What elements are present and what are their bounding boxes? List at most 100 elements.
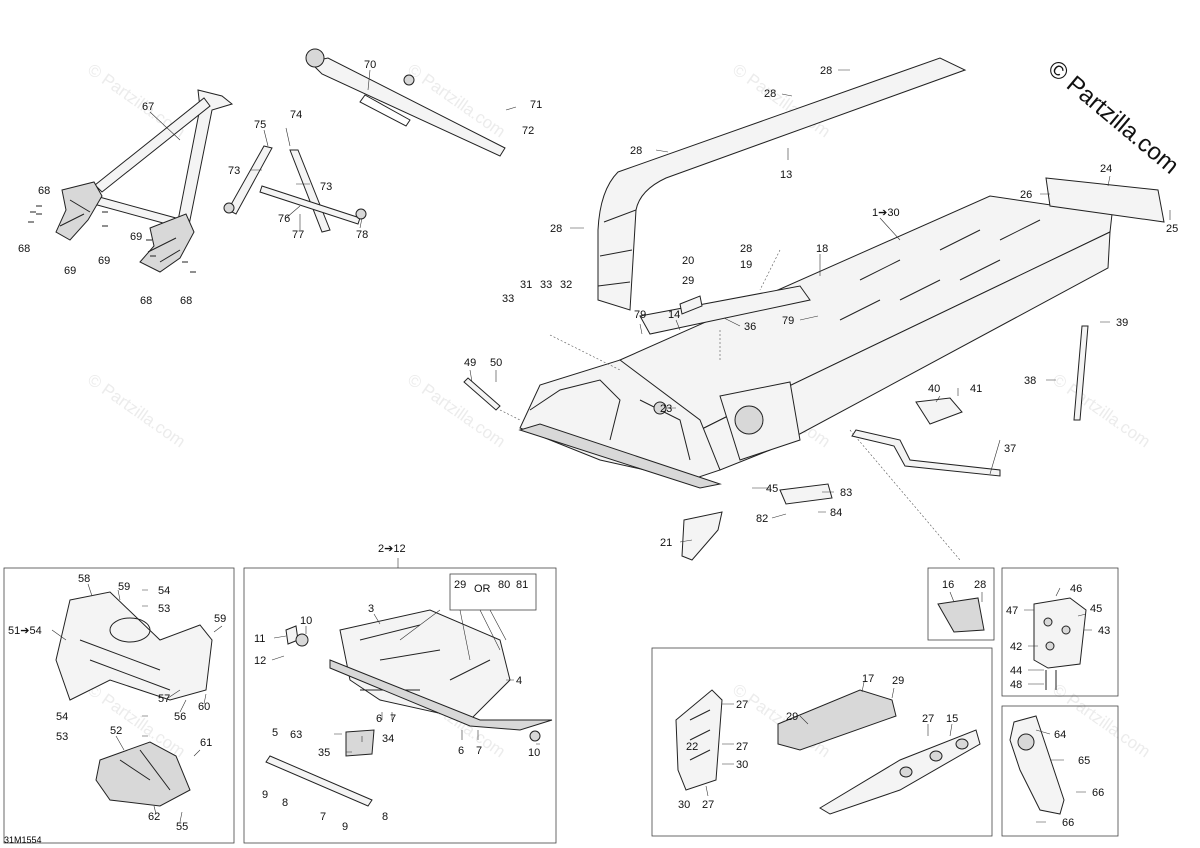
callout-29: 29 <box>454 579 466 591</box>
option-box-29-80-81 <box>449 573 537 611</box>
tunnel-cover-13 <box>597 57 967 311</box>
callout-84: 84 <box>830 507 842 519</box>
rods-73-76 <box>223 145 367 233</box>
callout-22: 22 <box>686 741 698 753</box>
callout-18: 18 <box>816 243 828 255</box>
callout-59: 59 <box>214 613 226 625</box>
callout-69: 69 <box>130 231 142 243</box>
callout-38: 38 <box>1024 375 1036 387</box>
callout-28: 28 <box>740 243 752 255</box>
callout-79: 79 <box>634 309 646 321</box>
callout-57: 57 <box>158 693 170 705</box>
callout-30: 30 <box>678 799 690 811</box>
callout-69: 69 <box>98 255 110 267</box>
callout-73: 73 <box>228 165 240 177</box>
callout-75: 75 <box>254 119 266 131</box>
callout-78: 78 <box>356 229 368 241</box>
callout-1-30: 1➔30 <box>872 207 900 219</box>
callout-or: OR <box>474 583 491 595</box>
frame-3 <box>265 609 553 807</box>
callout-83: 83 <box>840 487 852 499</box>
callout-68: 68 <box>18 243 30 255</box>
callout-25: 25 <box>1166 223 1178 235</box>
callout-2-12: 2➔12 <box>378 543 406 555</box>
callout-15: 15 <box>946 713 958 725</box>
callout-27: 27 <box>702 799 714 811</box>
callout-29: 29 <box>786 711 798 723</box>
callout-36: 36 <box>744 321 756 333</box>
callout-40: 40 <box>928 383 940 395</box>
callout-28: 28 <box>820 65 832 77</box>
leader-lines-main <box>149 69 1171 561</box>
callout-45: 45 <box>1090 603 1102 615</box>
callout-11: 11 <box>254 633 265 645</box>
leaders-2-12 <box>271 609 540 753</box>
callout-27: 27 <box>922 713 934 725</box>
callout-72: 72 <box>522 125 534 137</box>
callout-9: 9 <box>342 821 348 833</box>
callout-37: 37 <box>1004 443 1016 455</box>
callout-9: 9 <box>262 789 268 801</box>
callout-13: 13 <box>780 169 792 181</box>
callout-48: 48 <box>1010 679 1022 691</box>
callout-27: 27 <box>736 741 748 753</box>
callout-54: 54 <box>158 585 170 597</box>
callout-64: 64 <box>1054 729 1066 741</box>
callout-56: 56 <box>174 711 186 723</box>
callout-71: 71 <box>530 99 542 111</box>
callout-28: 28 <box>764 88 776 100</box>
callout-7: 7 <box>320 811 326 823</box>
callout-labels: 67 68 68 69 69 69 68 68 70 71 72 74 75 7… <box>8 59 1178 833</box>
callout-33: 33 <box>540 279 552 291</box>
callout-7: 7 <box>390 713 396 725</box>
callout-12: 12 <box>254 655 266 667</box>
bracket-42 <box>1033 597 1087 690</box>
callout-29: 29 <box>892 675 904 687</box>
callout-14: 14 <box>668 309 680 321</box>
callout-68: 68 <box>38 185 50 197</box>
callout-54: 54 <box>56 711 68 723</box>
callout-21: 21 <box>660 537 672 549</box>
callout-81: 81 <box>516 579 528 591</box>
callout-7: 7 <box>476 745 482 757</box>
panel-15-17-22 <box>651 647 993 837</box>
callout-61: 61 <box>200 737 212 749</box>
callout-24: 24 <box>1100 163 1112 175</box>
callout-31: 31 <box>520 279 532 291</box>
callout-34: 34 <box>382 733 394 745</box>
callout-77: 77 <box>292 229 304 241</box>
callout-59: 59 <box>118 581 130 593</box>
leaders-51 <box>51 583 223 823</box>
callout-73: 73 <box>320 181 332 193</box>
panel-51-54 <box>3 567 235 844</box>
callout-35: 35 <box>318 747 330 759</box>
callout-79: 79 <box>782 315 794 327</box>
bracket-51 <box>55 591 213 807</box>
callout-70: 70 <box>364 59 376 71</box>
bracket-64 <box>1009 715 1065 815</box>
callout-10: 10 <box>528 747 540 759</box>
callout-4: 4 <box>516 675 522 687</box>
callout-6: 6 <box>458 745 464 757</box>
callout-74: 74 <box>290 109 302 121</box>
callout-82: 82 <box>756 513 768 525</box>
panel-42-48 <box>1001 567 1119 697</box>
callout-67: 67 <box>142 101 154 113</box>
callout-58: 58 <box>78 573 90 585</box>
a-frame-67 <box>55 89 234 273</box>
callout-30: 30 <box>736 759 748 771</box>
callout-60: 60 <box>198 701 210 713</box>
callout-53: 53 <box>158 603 170 615</box>
callout-10: 10 <box>300 615 312 627</box>
callout-62: 62 <box>148 811 160 823</box>
callout-20: 20 <box>682 255 694 267</box>
callout-28: 28 <box>974 579 986 591</box>
callout-76: 76 <box>278 213 290 225</box>
callout-47: 47 <box>1006 605 1018 617</box>
callout-50: 50 <box>490 357 502 369</box>
callout-8: 8 <box>382 811 388 823</box>
steering-rod-70 <box>305 48 506 157</box>
panel-64-66 <box>1001 705 1119 837</box>
callout-66: 66 <box>1092 787 1104 799</box>
callout-28: 28 <box>550 223 562 235</box>
